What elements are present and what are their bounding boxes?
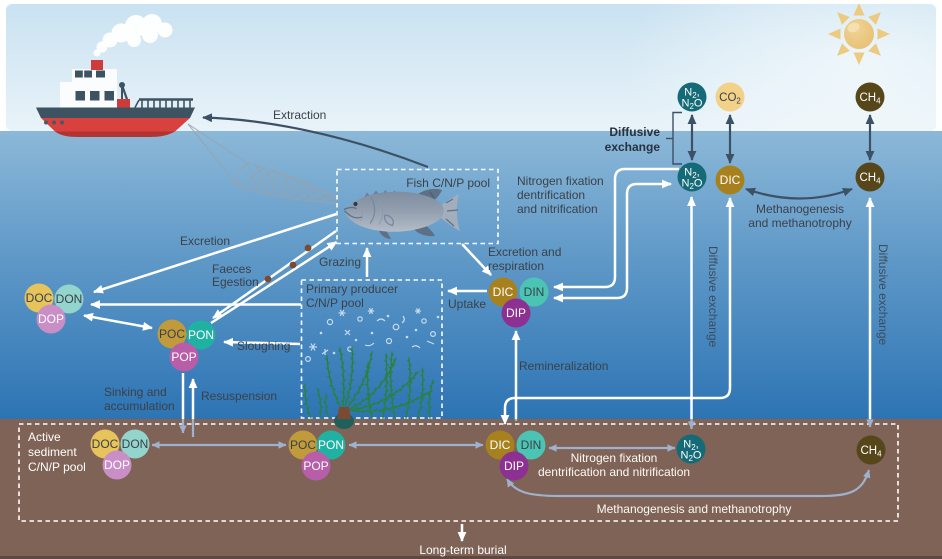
svg-text:DIN: DIN bbox=[524, 285, 545, 299]
svg-text:DIC: DIC bbox=[490, 438, 511, 452]
svg-text:respiration: respiration bbox=[488, 259, 544, 273]
svg-text:POP: POP bbox=[171, 350, 196, 364]
svg-text:POC: POC bbox=[290, 438, 316, 452]
svg-text:DIN: DIN bbox=[521, 438, 542, 452]
svg-text:Excretion: Excretion bbox=[180, 234, 230, 248]
svg-text:CO2: CO2 bbox=[719, 92, 741, 106]
svg-text:Sinking and: Sinking and bbox=[104, 385, 167, 399]
svg-text:Fish C/N/P pool: Fish C/N/P pool bbox=[406, 176, 490, 190]
svg-text:Uptake: Uptake bbox=[448, 297, 486, 311]
svg-text:CH4: CH4 bbox=[860, 445, 882, 459]
svg-text:Diffusive exchange: Diffusive exchange bbox=[706, 246, 720, 348]
svg-text:Diffusive exchange: Diffusive exchange bbox=[876, 244, 890, 346]
svg-text:dentrification and nitrificati: dentrification and nitrification bbox=[538, 465, 690, 479]
svg-text:DIC: DIC bbox=[720, 173, 741, 187]
svg-text:DON: DON bbox=[56, 292, 83, 306]
svg-text:dentrification: dentrification bbox=[517, 188, 585, 202]
svg-text:DIP: DIP bbox=[506, 306, 526, 320]
svg-text:PON: PON bbox=[188, 328, 214, 342]
svg-text:Nitrogen fixation: Nitrogen fixation bbox=[517, 174, 604, 188]
svg-text:Sloughing: Sloughing bbox=[237, 339, 290, 353]
svg-text:Faeces: Faeces bbox=[212, 262, 251, 276]
svg-text:N2,: N2, bbox=[684, 87, 699, 101]
svg-text:and methanotrophy: and methanotrophy bbox=[748, 216, 851, 230]
svg-text:sediment: sediment bbox=[28, 445, 77, 459]
svg-text:exchange: exchange bbox=[605, 140, 661, 154]
svg-text:Methanogenesis and methanotrop: Methanogenesis and methanotrophy bbox=[597, 502, 792, 516]
svg-text:accumulation: accumulation bbox=[104, 399, 175, 413]
svg-text:Active: Active bbox=[28, 430, 61, 444]
svg-text:CH4: CH4 bbox=[859, 92, 881, 106]
svg-text:DOP: DOP bbox=[38, 312, 64, 326]
svg-text:N2O: N2O bbox=[681, 450, 702, 464]
svg-text:Diffusive: Diffusive bbox=[609, 125, 660, 139]
svg-text:Extraction: Extraction bbox=[273, 108, 326, 122]
svg-text:DOP: DOP bbox=[104, 458, 130, 472]
svg-text:DON: DON bbox=[122, 437, 149, 451]
svg-text:Egestion: Egestion bbox=[212, 275, 259, 289]
svg-text:Long-term burial: Long-term burial bbox=[419, 543, 506, 557]
svg-text:Remineralization: Remineralization bbox=[519, 359, 608, 373]
svg-text:C/N/P pool: C/N/P pool bbox=[306, 296, 364, 310]
svg-text:Resuspension: Resuspension bbox=[201, 389, 277, 403]
svg-text:and nitrification: and nitrification bbox=[517, 202, 598, 216]
svg-text:DOC: DOC bbox=[92, 437, 119, 451]
svg-text:Nitrogen fixation: Nitrogen fixation bbox=[571, 451, 658, 465]
svg-text:POC: POC bbox=[159, 327, 185, 341]
svg-text:Methanogenesis: Methanogenesis bbox=[756, 202, 844, 216]
svg-text:N2,: N2, bbox=[684, 167, 699, 181]
svg-text:DIP: DIP bbox=[504, 459, 524, 473]
svg-text:Grazing: Grazing bbox=[319, 255, 361, 269]
svg-text:N2O: N2O bbox=[682, 178, 703, 192]
svg-text:N2O: N2O bbox=[682, 98, 703, 112]
svg-text:C/N/P pool: C/N/P pool bbox=[28, 460, 86, 474]
svg-text:Primary producer: Primary producer bbox=[306, 282, 398, 296]
svg-text:DIC: DIC bbox=[493, 285, 514, 299]
svg-text:PON: PON bbox=[318, 438, 344, 452]
svg-text:Excretion and: Excretion and bbox=[488, 245, 561, 259]
svg-text:POP: POP bbox=[303, 459, 328, 473]
svg-text:N2,: N2, bbox=[683, 439, 698, 453]
svg-text:DOC: DOC bbox=[26, 291, 53, 305]
svg-text:CH4: CH4 bbox=[859, 172, 881, 186]
